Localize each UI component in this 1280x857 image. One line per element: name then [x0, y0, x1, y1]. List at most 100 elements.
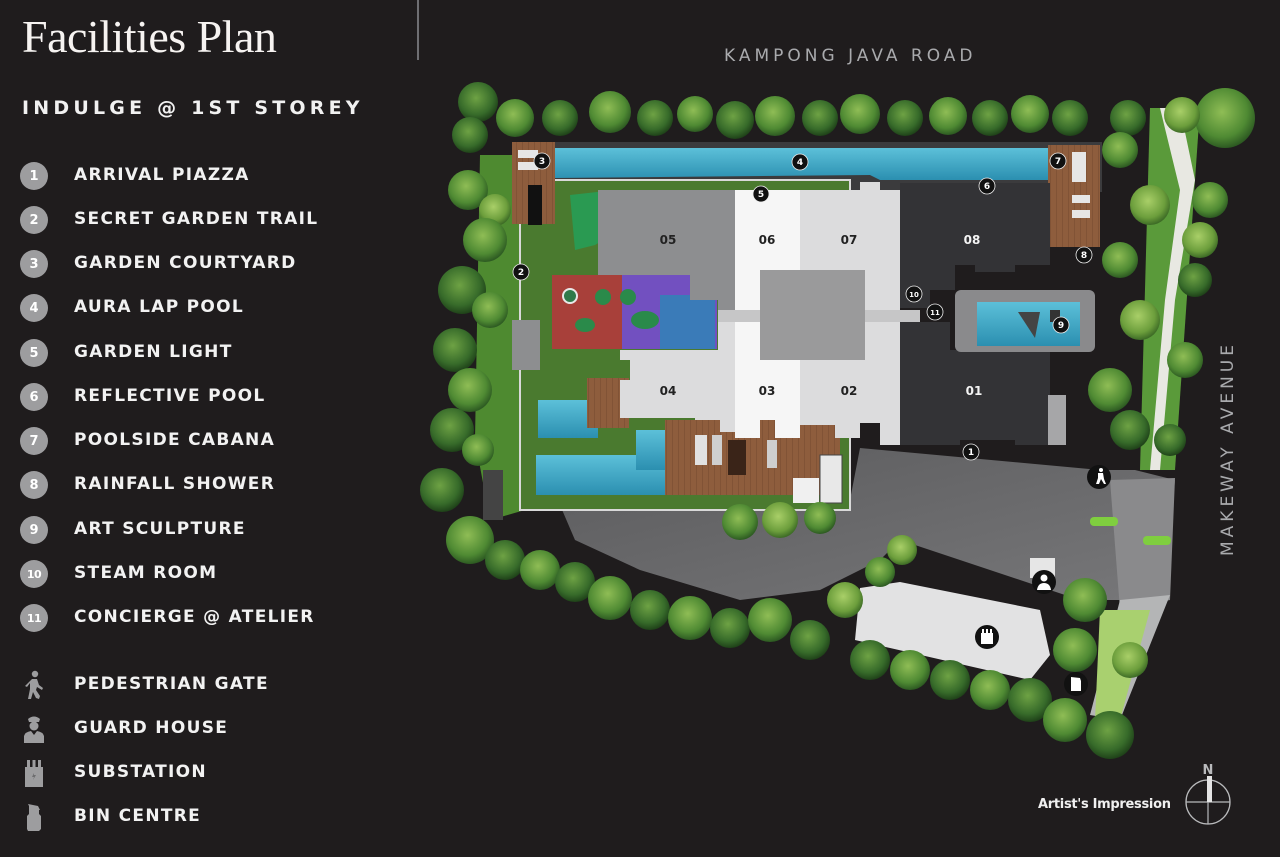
- pedestrian-icon: [20, 670, 48, 700]
- svg-text:04: 04: [660, 384, 677, 398]
- artists-impression-note: Artist's Impression: [1038, 797, 1171, 812]
- legend-item-poolside-cabana[interactable]: 7 POOLSIDE CABANA: [20, 427, 274, 455]
- svg-text:01: 01: [966, 384, 983, 398]
- pin-3[interactable]: 3: [533, 152, 551, 170]
- north-compass-icon: N: [1180, 760, 1236, 854]
- legend-item-substation[interactable]: SUBSTATION: [20, 758, 206, 788]
- block-07[interactable]: [800, 182, 900, 310]
- pin-10[interactable]: 10: [905, 285, 923, 303]
- pin-1[interactable]: 1: [962, 443, 980, 461]
- legend-item-bin-centre[interactable]: BIN CENTRE: [20, 802, 200, 832]
- svg-text:10: 10: [909, 291, 919, 299]
- road-label-makeway-avenue: MAKEWAY AVENUE: [1218, 341, 1238, 556]
- legend-item-arrival-piazza[interactable]: 1 ARRIVAL PIAZZA: [20, 162, 248, 190]
- number-badge: 2: [20, 206, 48, 234]
- legend-label: CONCIERGE @ ATELIER: [74, 607, 315, 627]
- number-badge: 6: [20, 383, 48, 411]
- svg-text:1: 1: [968, 448, 974, 458]
- pin-11[interactable]: 11: [926, 303, 944, 321]
- number-badge: 9: [20, 516, 48, 544]
- number-badge: 1: [20, 162, 48, 190]
- page-subtitle: INDULGE @ 1ST STOREY: [22, 97, 364, 119]
- block-02[interactable]: [800, 322, 900, 445]
- pin-4[interactable]: 4: [791, 153, 809, 171]
- legend-label: ART SCULPTURE: [74, 519, 246, 539]
- number-badge: 10: [20, 560, 48, 588]
- svg-text:7: 7: [1055, 157, 1061, 167]
- substation-pin[interactable]: [975, 625, 999, 649]
- legend-item-secret-garden-trail[interactable]: 2 SECRET GARDEN TRAIL: [20, 206, 317, 234]
- map-pins: 1 2 3 4 5 6 7 8 9 10 11: [512, 152, 1093, 461]
- legend-label: SECRET GARDEN TRAIL: [74, 209, 319, 229]
- svg-text:07: 07: [841, 233, 858, 247]
- svg-text:06: 06: [759, 233, 776, 247]
- legend-label: STEAM ROOM: [74, 563, 218, 583]
- number-badge: 3: [20, 250, 48, 278]
- block-08[interactable]: [900, 183, 1050, 308]
- legend-label: PEDESTRIAN GATE: [74, 674, 269, 694]
- legend-label: GUARD HOUSE: [74, 718, 229, 738]
- svg-text:4: 4: [797, 158, 803, 168]
- legend-item-concierge-atelier[interactable]: 11 CONCIERGE @ ATELIER: [20, 604, 313, 632]
- pin-7[interactable]: 7: [1049, 152, 1067, 170]
- svg-text:6: 6: [984, 182, 990, 192]
- legend-label: SUBSTATION: [74, 762, 207, 782]
- legend-label: REFLECTIVE POOL: [74, 386, 266, 406]
- block-labels: 05 06 07 08 04 03 02 01: [660, 233, 983, 398]
- block-04[interactable]: [620, 322, 735, 432]
- road-label-kampong-java: KAMPONG JAVA ROAD: [724, 46, 977, 66]
- residential-blocks: [598, 182, 1050, 445]
- page-title: Facilities Plan: [22, 11, 277, 62]
- legend-label: AURA LAP POOL: [74, 297, 245, 317]
- svg-text:02: 02: [841, 384, 858, 398]
- svg-text:03: 03: [759, 384, 776, 398]
- svg-text:08: 08: [964, 233, 981, 247]
- legend-item-art-sculpture[interactable]: 9 ART SCULPTURE: [20, 516, 245, 544]
- legend-label: GARDEN LIGHT: [74, 342, 233, 362]
- pedestrian-gate-pin[interactable]: [1087, 465, 1111, 489]
- legend-item-guard-house[interactable]: GUARD HOUSE: [20, 714, 227, 744]
- pin-5[interactable]: 5: [752, 185, 770, 203]
- bin-centre-pin[interactable]: [1064, 672, 1088, 696]
- substation-building: [855, 582, 1050, 680]
- map-symbol-pins: [975, 465, 1111, 696]
- guard-house-pin[interactable]: [1032, 570, 1056, 594]
- svg-text:9: 9: [1058, 321, 1064, 331]
- trees: [420, 82, 1255, 759]
- svg-text:05: 05: [660, 233, 677, 247]
- pin-8[interactable]: 8: [1075, 246, 1093, 264]
- legend-item-garden-light[interactable]: 5 GARDEN LIGHT: [20, 339, 231, 367]
- number-badge: 11: [20, 604, 48, 632]
- block-03[interactable]: [735, 322, 800, 438]
- bin-icon: [20, 802, 48, 832]
- svg-text:2: 2: [518, 268, 524, 278]
- legend-item-reflective-pool[interactable]: 6 REFLECTIVE POOL: [20, 383, 264, 411]
- substation-icon: [20, 758, 48, 788]
- svg-text:3: 3: [539, 157, 545, 167]
- header-divider: [417, 0, 419, 60]
- svg-text:N: N: [1203, 763, 1214, 778]
- legend-item-aura-lap-pool[interactable]: 4 AURA LAP POOL: [20, 294, 243, 322]
- legend-item-steam-room[interactable]: 10 STEAM ROOM: [20, 560, 216, 588]
- legend-label: BIN CENTRE: [74, 806, 202, 826]
- number-badge: 7: [20, 427, 48, 455]
- legend-label: GARDEN COURTYARD: [74, 253, 297, 273]
- pin-2[interactable]: 2: [512, 263, 530, 281]
- guard-icon: [20, 714, 48, 744]
- svg-text:8: 8: [1081, 251, 1087, 261]
- legend-label: ARRIVAL PIAZZA: [74, 165, 250, 185]
- block-06[interactable]: [735, 190, 800, 310]
- pin-9[interactable]: 9: [1052, 316, 1070, 334]
- block-01[interactable]: [900, 322, 1050, 445]
- svg-text:11: 11: [930, 309, 940, 317]
- legend-label: POOLSIDE CABANA: [74, 430, 276, 450]
- number-badge: 4: [20, 294, 48, 322]
- legend-label: RAINFALL SHOWER: [74, 474, 276, 494]
- number-badge: 5: [20, 339, 48, 367]
- block-05[interactable]: [598, 190, 735, 325]
- legend-item-rainfall-shower[interactable]: 8 RAINFALL SHOWER: [20, 471, 274, 499]
- legend-item-pedestrian-gate[interactable]: PEDESTRIAN GATE: [20, 670, 268, 700]
- legend-item-garden-courtyard[interactable]: 3 GARDEN COURTYARD: [20, 250, 295, 278]
- pin-6[interactable]: 6: [978, 177, 996, 195]
